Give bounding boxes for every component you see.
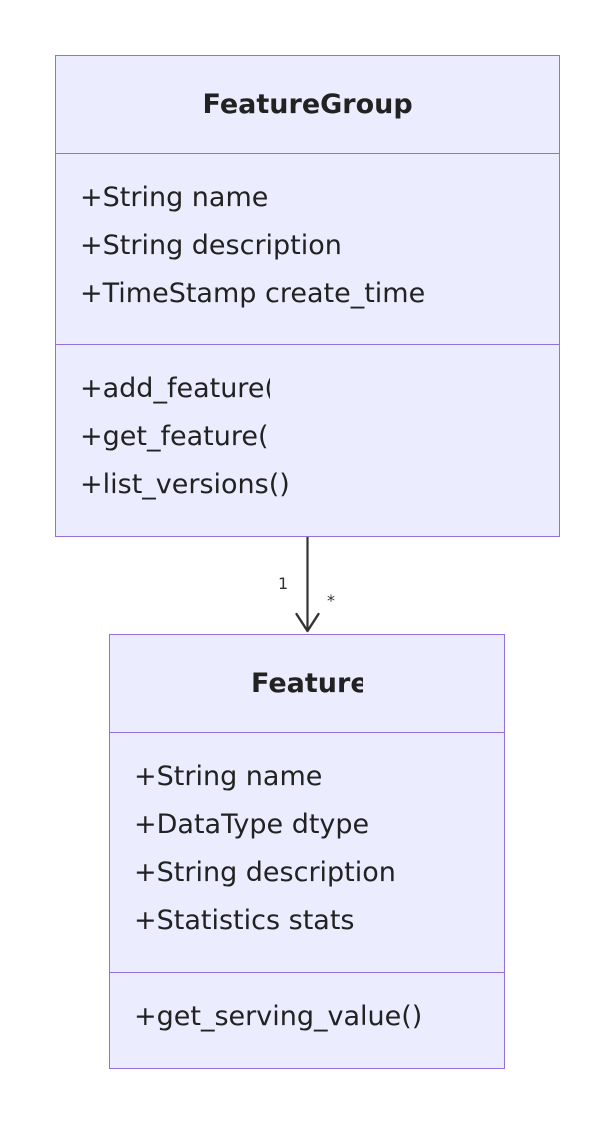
method: +get_feature() [80,421,270,452]
class-name: Feature [251,668,363,699]
class-header: Feature [110,635,504,733]
attribute: +TimeStamp create_time [80,278,426,309]
attribute: +DataType dtype [134,809,370,840]
methods-section: +get_serving_value() [110,973,504,1041]
attribute: +String description [134,857,396,888]
target-multiplicity: * [327,591,335,610]
class-header: FeatureGroup [56,56,559,154]
methods-section: +add_feature() +get_feature() +list_vers… [56,345,559,509]
class-box-featuregroup: FeatureGroup +String name +String descri… [55,55,560,537]
class-box-feature: Feature +String name +DataType dtype +St… [109,634,505,1069]
class-name: FeatureGroup [202,89,413,120]
attributes-section: +String name +DataType dtype +String des… [110,733,504,973]
attributes-section: +String name +String description +TimeSt… [56,154,559,345]
source-multiplicity: 1 [278,574,288,593]
method: +get_serving_value() [134,1001,423,1032]
method: +list_versions() [80,469,290,500]
attribute: +Statistics stats [134,905,354,936]
attribute: +String name [134,761,323,792]
arrowhead-icon [295,612,320,633]
attribute: +String name [80,182,269,213]
attribute: +String description [80,230,342,261]
method: +add_feature() [80,373,270,404]
